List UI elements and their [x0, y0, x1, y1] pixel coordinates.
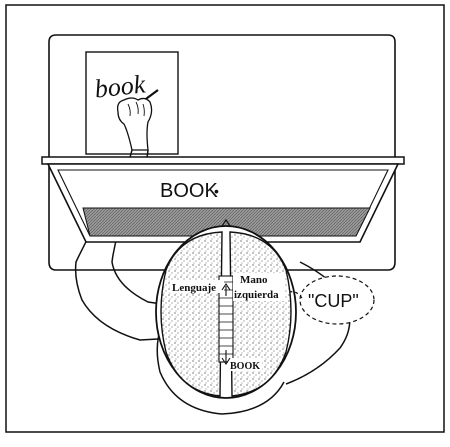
writing-hand [116, 97, 153, 151]
screen-word: BOOK [160, 180, 218, 202]
nose [221, 218, 231, 227]
screen-shadow-band [82, 207, 371, 237]
callosum-arrow-up [221, 283, 231, 296]
label-backing-right [233, 273, 285, 301]
callosum-arrow-down [221, 350, 231, 365]
fixation-dot: • [214, 183, 219, 199]
speech-bubble-tail [289, 291, 303, 299]
speech-bubble [299, 275, 375, 325]
label-hand-line1: Mano [240, 274, 268, 286]
left-hemisphere [160, 231, 223, 397]
hand-fingers [127, 101, 145, 117]
handwritten-word: book [93, 69, 147, 103]
screen-top-bar [41, 156, 405, 165]
label-language: Lenguaje [172, 282, 216, 294]
label-callosum-word: BOOK [230, 361, 260, 372]
outer-frame [5, 4, 445, 433]
label-backing-left [170, 280, 224, 293]
speech-text: "CUP" [308, 291, 359, 311]
label-hand-line2: izquierda [234, 289, 279, 301]
label-backing-bottom [228, 358, 262, 371]
